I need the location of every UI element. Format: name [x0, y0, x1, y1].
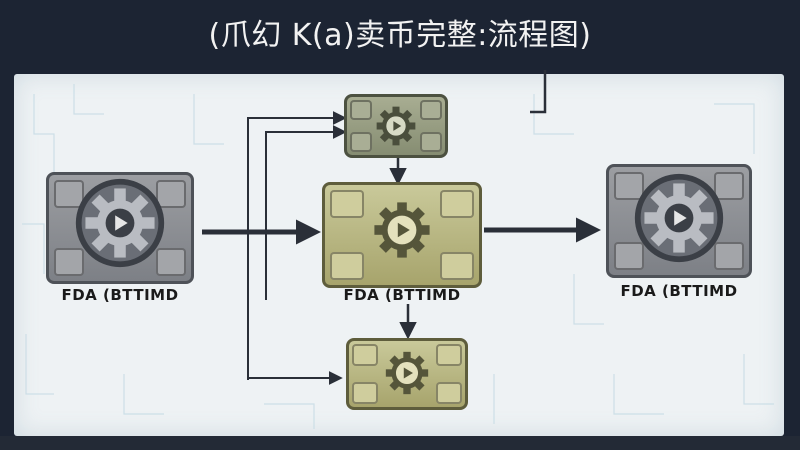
- node-left-panel: [54, 248, 84, 276]
- gear-play-icon: [374, 202, 430, 258]
- node-bottom-panel: [436, 382, 462, 404]
- diagram-title: (爪幻 K(a)卖币完整:流程图): [208, 18, 592, 53]
- node-center-caption: FDA (BTTIMD: [343, 286, 461, 304]
- node-bottom-panel: [352, 344, 378, 366]
- node-right-panel: [614, 172, 644, 200]
- node-center-panel: [440, 252, 474, 280]
- gear-play-icon: [376, 106, 416, 146]
- loop-to-top-a: [247, 111, 347, 380]
- node-right-panel: [714, 242, 744, 270]
- node-top: [344, 94, 448, 158]
- node-top-panel: [350, 100, 372, 120]
- node-top-panel: [420, 100, 442, 120]
- node-center-panel: [440, 190, 474, 218]
- node-left-panel: [156, 248, 186, 276]
- node-bottom: [346, 338, 468, 410]
- node-top-panel: [350, 132, 372, 152]
- node-bottom-panel: [352, 382, 378, 404]
- node-left: FDA (BTTIMD: [46, 172, 194, 304]
- title-connector: [530, 70, 547, 114]
- node-right: FDA (BTTIMD: [606, 164, 752, 300]
- node-center: FDA (BTTIMD: [322, 182, 482, 304]
- node-right-panel: [714, 172, 744, 200]
- node-center-panel: [330, 252, 364, 280]
- gear-play-icon: [75, 178, 165, 268]
- frame-bottom: [0, 436, 800, 450]
- gear-play-icon: [634, 173, 724, 263]
- board-texture: [22, 84, 774, 429]
- node-top-panel: [420, 132, 442, 152]
- node-left-caption: FDA (BTTIMD: [61, 286, 179, 304]
- node-center-panel: [330, 190, 364, 218]
- node-bottom-panel: [436, 344, 462, 366]
- loop-to-top-b: [265, 125, 347, 300]
- node-left-panel: [156, 180, 186, 208]
- node-right-panel: [614, 242, 644, 270]
- node-right-caption: FDA (BTTIMD: [620, 282, 738, 300]
- gear-play-icon: [385, 351, 429, 395]
- node-left-panel: [54, 180, 84, 208]
